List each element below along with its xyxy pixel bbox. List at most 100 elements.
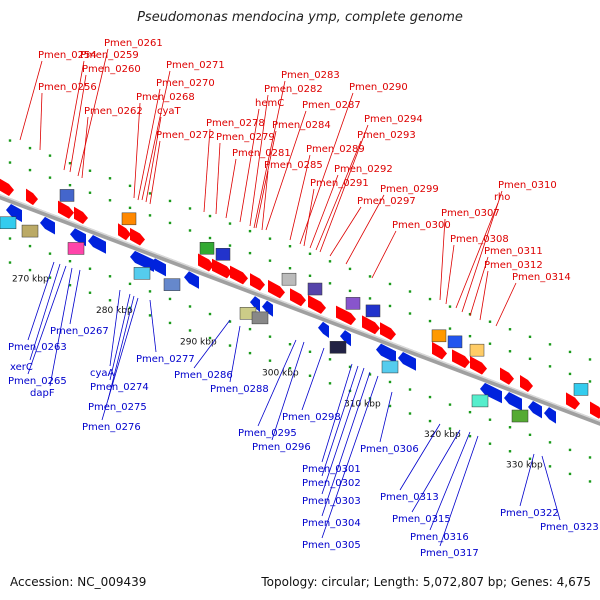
ring-dot (528, 357, 532, 361)
ring-dot (288, 343, 292, 346)
ring-dot (148, 314, 152, 317)
reverse-gene-label: Pmen_0323 (540, 522, 599, 533)
reverse-gene-label: xerC (10, 362, 33, 373)
reverse-label-leader (49, 267, 73, 387)
ring-dot (388, 282, 392, 286)
forward-gene-label: Pmen_0256 (38, 82, 97, 93)
genome-backbone-highlight (0, 193, 600, 423)
forward-gene (336, 305, 356, 326)
forward-label-leader (255, 130, 277, 229)
reverse-gene-label: Pmen_0313 (380, 492, 439, 503)
forward-gene (212, 258, 232, 279)
forward-gene-label: cyaT (157, 106, 182, 117)
accession-label: Accession: NC_009439 (10, 575, 147, 589)
ring-dot (88, 191, 92, 194)
ring-dot (68, 161, 72, 165)
reverse-label-leader (399, 423, 441, 491)
ring-dot (528, 433, 532, 437)
ring-dot (8, 161, 12, 164)
reverse-operon-box (0, 216, 17, 230)
reverse-gene-label: Pmen_0303 (302, 496, 361, 507)
forward-label-leader (261, 170, 269, 231)
ring-dot (148, 214, 152, 217)
reverse-label-leader (271, 341, 305, 441)
reverse-gene (480, 382, 502, 404)
reverse-gene (504, 391, 522, 411)
reverse-gene-label: Pmen_0304 (302, 518, 361, 529)
forward-gene (250, 273, 265, 291)
forward-label-leader (149, 140, 161, 205)
reverse-gene (376, 343, 396, 364)
ring-dot (548, 465, 552, 468)
forward-gene (118, 223, 131, 241)
ring-dot (228, 244, 232, 247)
forward-gene-label: Pmen_0294 (364, 114, 423, 125)
ring-dot (248, 351, 252, 355)
ring-dot (328, 282, 332, 285)
forward-label-leader (69, 74, 87, 173)
forward-label-leader (479, 270, 489, 321)
ring-dot (528, 457, 532, 461)
forward-label-leader (315, 140, 362, 251)
ring-dot (288, 267, 292, 270)
reverse-gene (130, 250, 154, 272)
reverse-label-leader (439, 435, 479, 547)
forward-gene-label: Pmen_0291 (310, 178, 369, 189)
forward-label-leader (239, 108, 260, 223)
reverse-gene-label: Pmen_0317 (420, 548, 479, 559)
forward-gene (308, 295, 326, 314)
reverse-label-leader (193, 319, 231, 369)
ring-dot (508, 350, 512, 353)
reverse-label-leader (321, 363, 353, 463)
forward-label-leader (137, 88, 161, 201)
ring-dot (68, 259, 72, 263)
forward-gene-label: Pmen_0300 (392, 220, 451, 231)
ring-dot (508, 426, 512, 429)
forward-label-leader (215, 142, 221, 215)
forward-gene (0, 178, 14, 197)
ring-dot (448, 327, 452, 330)
forward-gene (566, 392, 580, 410)
forward-gene-label: Pmen_0254 (38, 50, 97, 61)
ring-dot (128, 206, 132, 210)
forward-label-leader (133, 102, 141, 199)
ring-dot (148, 192, 152, 195)
reverse-gene-label: Pmen_0274 (90, 382, 149, 393)
reverse-label-leader (301, 347, 325, 411)
forward-label-leader (63, 60, 85, 171)
ring-dot (68, 183, 72, 187)
genome-summary-label: Topology: circular; Length: 5,072,807 bp… (261, 575, 591, 589)
scale-label: 270 kbp (12, 274, 49, 284)
reverse-operon-box (329, 341, 347, 354)
forward-gene-label: Pmen_0282 (264, 84, 323, 95)
reverse-gene-label: cyaA (90, 368, 115, 379)
ring-dot (148, 290, 152, 293)
forward-label-leader (203, 128, 211, 213)
forward-label-leader (319, 124, 369, 253)
ring-dot (508, 328, 512, 331)
reverse-label-leader (101, 297, 139, 421)
forward-operon-box (199, 242, 215, 255)
reverse-operon-box (511, 409, 529, 423)
reverse-label-leader (541, 455, 561, 521)
ring-dot (328, 358, 332, 361)
ring-dot (268, 259, 272, 262)
reverse-operon-box (471, 394, 489, 408)
ring-dot (408, 290, 412, 293)
forward-gene-label: Pmen_0272 (156, 130, 215, 141)
forward-operon-box (431, 329, 447, 343)
forward-gene-label: Pmen_0281 (232, 148, 291, 159)
scale-label: 280 kbp (96, 306, 133, 316)
scale-label: 320 kbp (424, 430, 461, 440)
reverse-operon-box (163, 278, 181, 291)
forward-gene-label: Pmen_0308 (450, 234, 509, 245)
ring-dot (448, 305, 452, 308)
reverse-gene-label: Pmen_0265 (8, 376, 67, 387)
reverse-label-leader (519, 453, 535, 507)
ring-dot (208, 336, 212, 340)
reverse-gene-label: Pmen_0277 (136, 354, 195, 365)
forward-operon-box (307, 282, 323, 296)
forward-label-leader (345, 194, 385, 265)
forward-gene (362, 315, 380, 335)
